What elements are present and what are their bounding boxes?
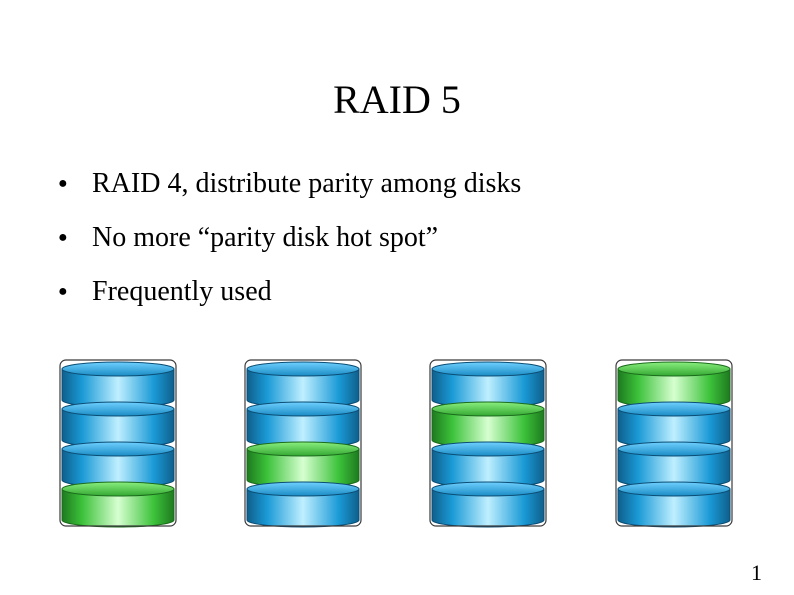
bullet-text: Frequently used xyxy=(92,276,272,307)
disk-outline xyxy=(59,359,177,527)
disk-stack xyxy=(429,359,547,528)
data-block xyxy=(617,441,731,488)
bullet-item: ● Frequently used xyxy=(58,272,521,326)
data-block xyxy=(246,481,360,528)
data-block xyxy=(431,481,545,528)
bullet-text: No more “parity disk hot spot” xyxy=(92,222,439,253)
data-block xyxy=(61,441,175,488)
disk-outline xyxy=(429,359,547,527)
parity-block xyxy=(246,441,360,488)
data-block xyxy=(61,401,175,448)
disc-bullet-icon: ● xyxy=(58,229,68,246)
bullet-text: RAID 4, distribute parity among disks xyxy=(92,168,522,199)
data-block xyxy=(431,361,545,408)
slide-title: RAID 5 xyxy=(333,77,461,122)
disk-outline xyxy=(244,359,362,527)
parity-block xyxy=(617,361,731,408)
parity-block xyxy=(61,481,175,528)
data-block xyxy=(431,441,545,488)
data-block xyxy=(617,401,731,448)
disc-bullet-icon: ● xyxy=(58,175,68,192)
bullet-item: ● RAID 4, distribute parity among disks xyxy=(58,164,521,218)
disc-bullet-icon: ● xyxy=(58,283,68,300)
data-block xyxy=(617,481,731,528)
bullet-item: ● No more “parity disk hot spot” xyxy=(58,218,521,272)
disk-stack xyxy=(615,359,733,528)
page-number: 1 xyxy=(751,560,762,585)
disk-stack xyxy=(244,359,362,528)
data-block xyxy=(61,361,175,408)
disk-stack xyxy=(59,359,177,528)
disk-outline xyxy=(615,359,733,527)
data-block xyxy=(246,361,360,408)
bullet-list: ● RAID 4, distribute parity among disks … xyxy=(58,164,521,326)
data-block xyxy=(246,401,360,448)
parity-block xyxy=(431,401,545,448)
